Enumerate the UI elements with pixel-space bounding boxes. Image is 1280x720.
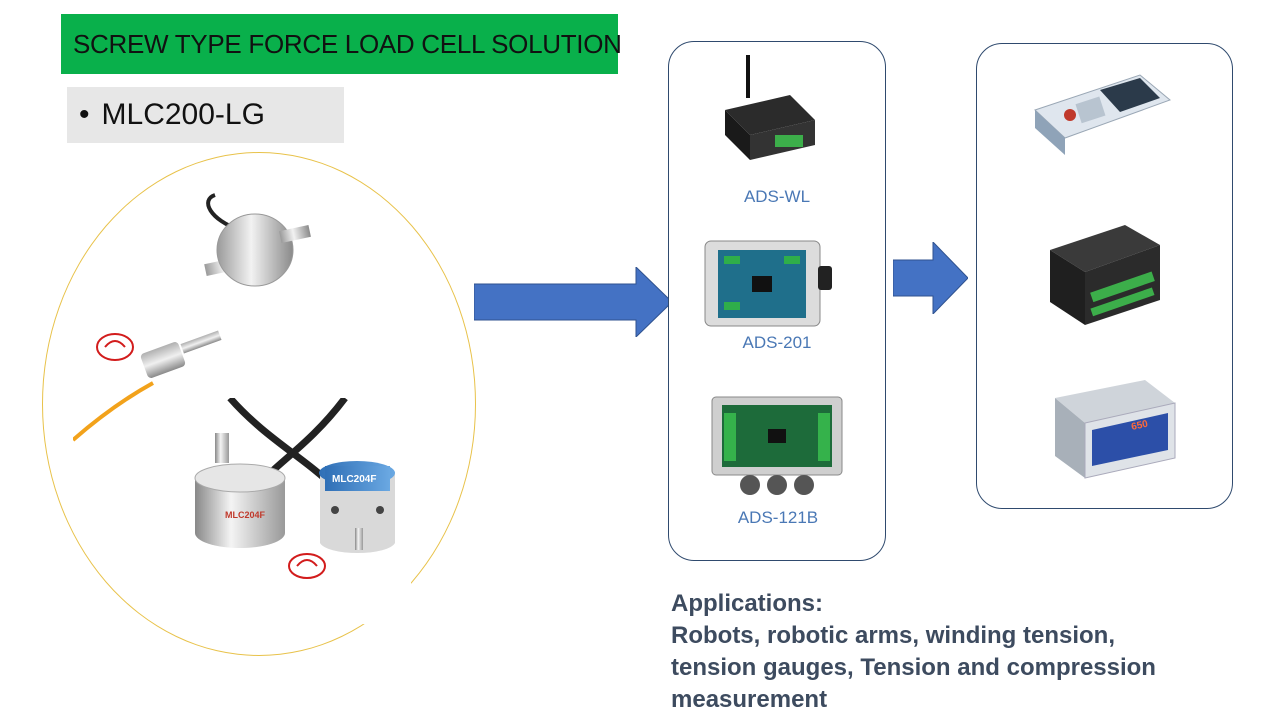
page-title: SCREW TYPE FORCE LOAD CELL SOLUTION xyxy=(73,29,622,59)
applications-line: Robots, robotic arms, winding tension, xyxy=(671,622,1116,649)
button-load-cell-panel: MLC204F MLC204F xyxy=(185,395,411,624)
arrow-right-icon xyxy=(893,242,968,314)
device-label-ads-wl: ADS-WL xyxy=(743,187,811,206)
model-name: MLC200-LG xyxy=(101,98,265,131)
applications-line: tension gauges, Tension and compression xyxy=(671,654,1156,681)
weighing-indicator-image: 650 xyxy=(1055,380,1176,479)
applications-text: Applications: Robots, robotic arms, wind… xyxy=(671,588,1271,716)
sensor-engraving: MLC204F xyxy=(225,510,266,520)
junction-box-board-image xyxy=(704,240,832,327)
mini-load-cell-image xyxy=(71,330,222,442)
device-label-ads-121b: ADS-121B xyxy=(737,508,819,527)
tension-load-cell-image xyxy=(204,193,311,287)
title-banner: SCREW TYPE FORCE LOAD CELL SOLUTION xyxy=(61,14,622,74)
applications-heading: Applications: xyxy=(671,590,824,617)
sensor-group-ellipse xyxy=(42,152,476,656)
indicator-display-value: 650 xyxy=(1130,419,1149,433)
plc-controller-image xyxy=(1050,225,1160,325)
handheld-meter-image xyxy=(1034,74,1171,155)
applications-line: measurement xyxy=(671,686,828,713)
sensor-blue-label: MLC204F xyxy=(332,474,376,485)
model-box: • MLC200-LG xyxy=(67,87,344,143)
button-load-cell-image: MLC204F MLC204F xyxy=(194,395,395,579)
bullet: • xyxy=(79,98,90,131)
amplifier-board-image xyxy=(711,396,843,495)
wireless-module-image xyxy=(725,55,815,160)
device-label-ads-201: ADS-201 xyxy=(742,333,812,352)
arrow-right-icon xyxy=(474,267,672,337)
